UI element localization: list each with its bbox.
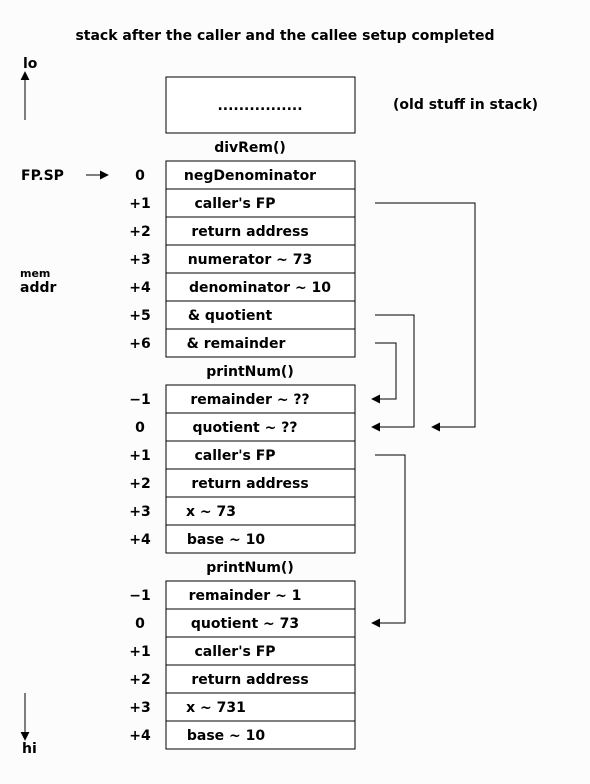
lo-label: lo: [23, 56, 38, 72]
remainder-pointer-arrow: [371, 342, 397, 404]
slot-value: remainder ~ 1: [189, 588, 302, 604]
diagram-title: stack after the caller and the callee se…: [75, 28, 494, 44]
old-stuff-dots: ................: [217, 98, 302, 114]
slot-value: numerator ~ 73: [188, 252, 313, 268]
quotient-pointer-arrow: [371, 314, 415, 432]
slot-value: base ~ 10: [187, 728, 266, 744]
stack-slot: [165, 384, 356, 414]
stack-slot: [165, 636, 356, 666]
stack-slot: [165, 468, 356, 498]
slot-offset: +3: [129, 252, 150, 268]
slot-value: x ~ 73: [186, 504, 236, 520]
slot-offset: +2: [129, 224, 150, 240]
slot-offset: +1: [129, 448, 150, 464]
hi-label: hi: [22, 741, 37, 757]
slot-value: denominator ~ 10: [189, 280, 331, 296]
slot-value: return address: [191, 672, 308, 688]
stack-slot: [165, 580, 356, 610]
slot-value: x ~ 731: [186, 700, 246, 716]
slot-value: negDenominator: [184, 168, 316, 184]
slot-offset: +6: [129, 336, 150, 352]
slot-value: return address: [191, 476, 308, 492]
slot-value: quotient ~ 73: [191, 616, 299, 632]
slot-value: & quotient: [188, 308, 273, 324]
frame-title-divrem: divRem(): [214, 140, 286, 156]
stack-slot: [165, 664, 356, 694]
slot-offset: +3: [129, 700, 150, 716]
stack-slot: [165, 524, 356, 554]
slot-offset: +5: [129, 308, 150, 324]
slot-offset: +2: [129, 476, 150, 492]
slot-offset: 0: [135, 168, 145, 184]
saved-fp-arrow: [375, 202, 476, 432]
caller-fp-arrow: [371, 454, 406, 628]
slot-offset: +2: [129, 672, 150, 688]
slot-value: caller's FP: [194, 196, 275, 212]
frame-divrem: 0 negDenominator +1 caller's FP +2 retur…: [129, 160, 356, 358]
fp-sp-label: FP.SP: [21, 168, 64, 184]
slot-offset: +1: [129, 196, 150, 212]
stack-slot: [165, 720, 356, 750]
slot-offset: +3: [129, 504, 150, 520]
slot-offset: −1: [129, 588, 150, 604]
mem-label: mem: [20, 267, 50, 280]
slot-offset: +4: [129, 532, 151, 548]
stack-slot: [165, 300, 356, 330]
slot-value: return address: [191, 224, 308, 240]
slot-value: base ~ 10: [187, 532, 266, 548]
slot-value: caller's FP: [194, 644, 275, 660]
stack-slot: [165, 160, 356, 190]
addr-label: addr: [20, 280, 56, 296]
frame-printnum-callee: −1 remainder ~ ?? 0 quotient ~ ?? +1 cal…: [129, 384, 356, 554]
frame-title-printnum-2: printNum(): [206, 560, 293, 576]
slot-value: quotient ~ ??: [193, 420, 298, 436]
slot-value: caller's FP: [194, 448, 275, 464]
slot-offset: +1: [129, 644, 150, 660]
slot-offset: +4: [129, 280, 151, 296]
frame-title-printnum-1: printNum(): [206, 364, 293, 380]
frame-printnum-caller: −1 remainder ~ 1 0 quotient ~ 73 +1 call…: [129, 580, 356, 750]
stack-slot: [165, 608, 356, 638]
slot-value: & remainder: [187, 336, 286, 352]
old-stuff-note: (old stuff in stack): [393, 97, 538, 113]
old-stuff-box: [165, 76, 356, 134]
slot-offset: −1: [129, 392, 150, 408]
stack-slot: [165, 692, 356, 722]
slot-offset: 0: [135, 420, 145, 436]
stack-slot: [165, 496, 356, 526]
slot-value: remainder ~ ??: [190, 392, 309, 408]
stack-slot: [165, 328, 356, 358]
slot-offset: 0: [135, 616, 145, 632]
stack-slot: [165, 412, 356, 442]
slot-offset: +4: [129, 728, 151, 744]
stack-slot: [165, 188, 356, 218]
